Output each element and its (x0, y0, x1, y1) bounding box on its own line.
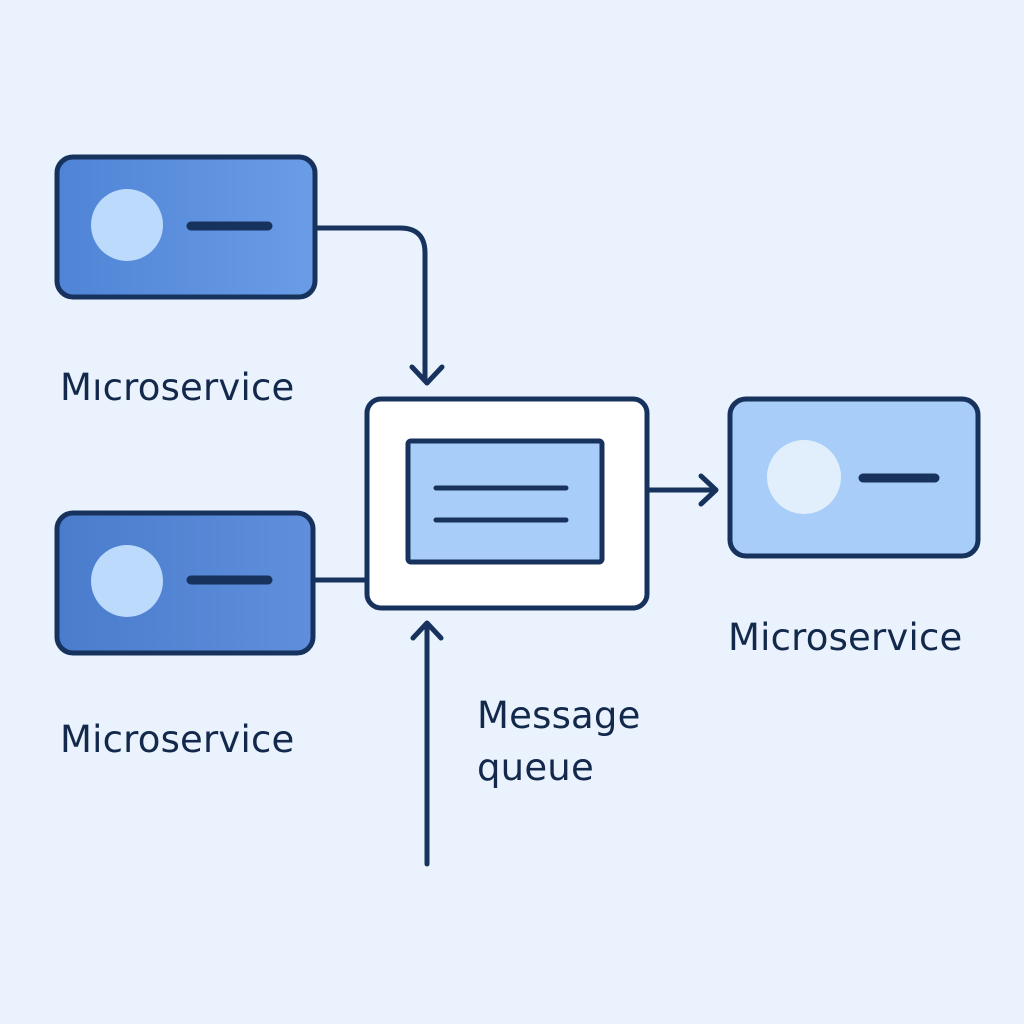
microservice-label-right: Microservice (728, 616, 963, 659)
microservice-node-right[interactable] (727, 396, 981, 559)
message-queue-label: Message queue (477, 690, 641, 794)
avatar-icon (767, 440, 841, 514)
arrow-icon (698, 473, 719, 507)
microservice-node-bottom[interactable] (54, 510, 316, 656)
microservice-node-top[interactable] (54, 154, 318, 300)
message-queue-inner (405, 438, 605, 565)
avatar-icon (91, 189, 163, 261)
avatar-icon (91, 545, 163, 617)
edge-top-to-queue (312, 225, 428, 381)
microservice-label-top: Mıcroservice (60, 366, 295, 409)
arrow-icon (410, 620, 444, 641)
message-queue-label-line1: Message (477, 694, 641, 737)
message-queue-label-line2: queue (477, 746, 594, 789)
arrow-icon (409, 364, 445, 386)
message-queue-node[interactable] (364, 396, 650, 611)
microservice-label-bottom: Microservice (60, 718, 295, 761)
message-lines-icon (433, 485, 569, 523)
